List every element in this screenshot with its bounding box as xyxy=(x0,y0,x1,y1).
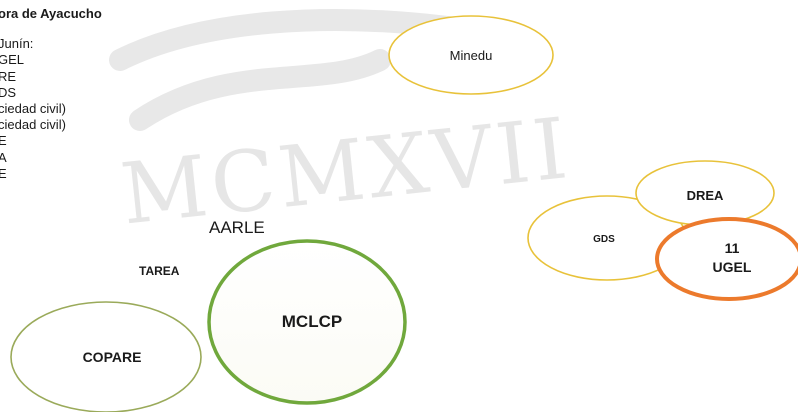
node-copare-shape xyxy=(10,301,202,412)
node-ugel-shape xyxy=(655,217,798,301)
node-minedu-label: Minedu xyxy=(450,48,493,63)
legend-line: DS xyxy=(0,84,17,100)
node-mclcp-shape xyxy=(207,239,407,405)
node-mclcp: MCLCP xyxy=(207,239,407,405)
legend-line: ciedad civil) xyxy=(0,101,66,117)
node-gds-label: GDS xyxy=(593,234,615,245)
legend-title: ora de Ayacucho xyxy=(0,6,102,21)
legend-line: Junín: xyxy=(0,36,34,52)
label-tarea: TAREA xyxy=(139,264,180,278)
node-minedu-shape xyxy=(388,15,554,95)
watermark-arc xyxy=(109,9,481,71)
node-drea-label: DREA xyxy=(687,188,724,203)
legend-list: ora de Ayacucho Junín: GEL RE DS ciedad … xyxy=(0,6,102,182)
label-aarle: AARLE xyxy=(209,218,265,237)
node-ugel-label: UGEL xyxy=(713,259,752,275)
legend-line: A xyxy=(0,149,7,165)
node-mclcp-label: MCLCP xyxy=(282,312,342,331)
legend-line: E xyxy=(0,165,7,181)
legend-line: RE xyxy=(0,68,17,84)
legend-line: GEL xyxy=(0,52,25,68)
node-ugel: 11 UGEL xyxy=(655,217,798,301)
watermark-stroke xyxy=(129,49,391,131)
legend-line: ciedad civil) xyxy=(0,117,66,133)
node-copare-label: COPARE xyxy=(83,349,142,365)
node-minedu: Minedu xyxy=(388,15,554,95)
node-copare: COPARE xyxy=(10,301,202,412)
node-drea: DREA xyxy=(635,160,775,226)
legend-line: E xyxy=(0,133,7,149)
node-ugel-number: 11 xyxy=(725,240,740,256)
